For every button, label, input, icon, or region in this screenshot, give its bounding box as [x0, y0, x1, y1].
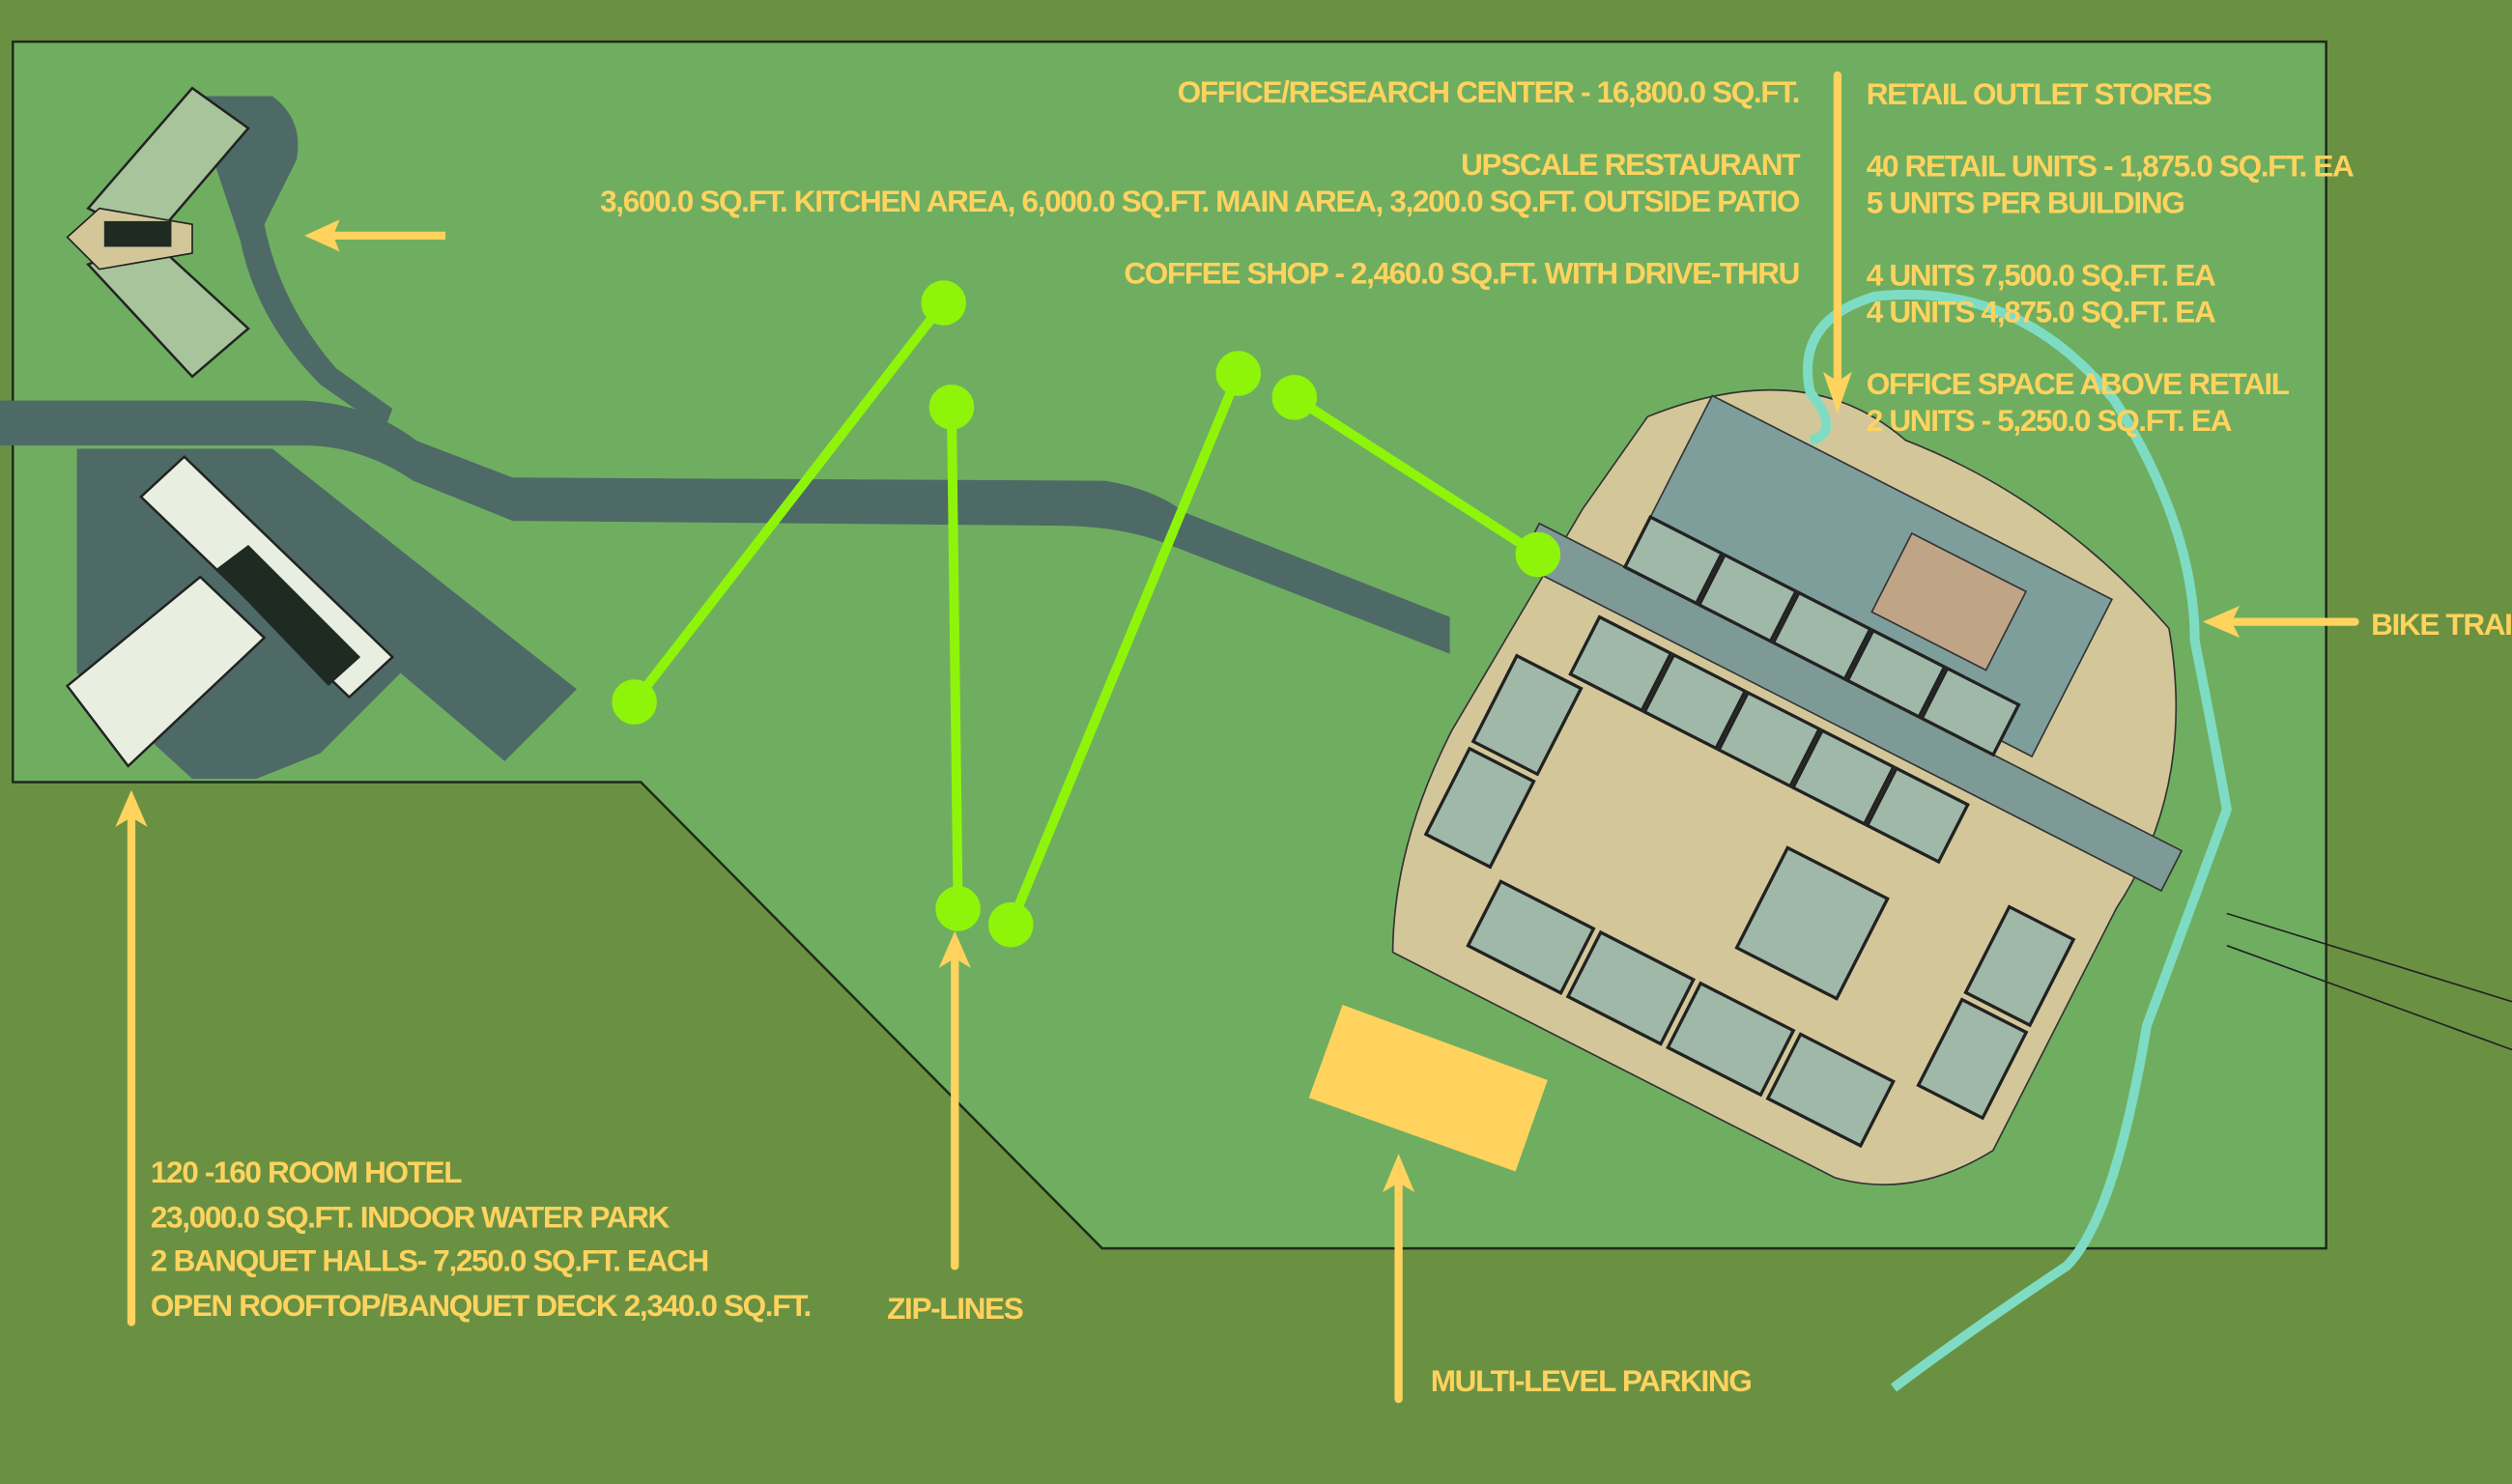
label-arrows [127, 71, 2359, 1404]
exit-road [2226, 912, 2512, 1003]
hotel-label-2: 23,000.0 SQ.FT. INDOOR WATER PARK [151, 1200, 671, 1235]
retail-title-label: RETAIL OUTLET STORES [1867, 76, 2212, 111]
retail-per-building-label: 5 UNITS PER BUILDING [1867, 186, 2184, 220]
bike-trail [1803, 289, 2232, 1392]
office-above-units-label: 2 UNITS - 5,250.0 SQ.FT. EA [1867, 403, 2232, 438]
hotel-label-1: 120 -160 ROOM HOTEL [151, 1155, 462, 1189]
arrow-head-icon [115, 371, 2241, 1193]
parking-label: MULTI-LEVEL PARKING [1431, 1363, 1752, 1398]
hotel-driveway [191, 96, 393, 430]
retail-units-b-label: 4 UNITS 4,875.0 SQ.FT. EA [1867, 294, 2215, 328]
office-research-label: OFFICE/RESEARCH CENTER - 16,800.0 SQ.FT. [1178, 74, 1799, 109]
access-road [0, 400, 1450, 654]
hotel-label-3: 2 BANQUET HALLS- 7,250.0 SQ.FT. EACH [151, 1242, 708, 1277]
restaurant-detail-label: 3,600.0 SQ.FT. KITCHEN AREA, 6,000.0 SQ.… [600, 184, 1800, 218]
coffee-shop-label: COFFEE SHOP - 2,460.0 SQ.FT. WITH DRIVE-… [1124, 256, 1799, 291]
zip-lines-label: ZIP-LINES [887, 1291, 1023, 1326]
hotel-building-upper [66, 86, 250, 379]
retail-units-label: 40 RETAIL UNITS - 1,875.0 SQ.FT. EA [1867, 148, 2354, 183]
arrow-head-icon [304, 219, 340, 252]
office-above-title-label: OFFICE SPACE ABOVE RETAIL [1867, 366, 2290, 401]
retail-units-a-label: 4 UNITS 7,500.0 SQ.FT. EA [1867, 257, 2215, 292]
bike-trail-label: BIKE TRAIL [2371, 607, 2512, 642]
hotel-label-4: OPEN ROOFTOP/BANQUET DECK 2,340.0 SQ.FT. [151, 1288, 811, 1323]
exit-road-edge [2226, 944, 2512, 1051]
hotel-building-lower [65, 455, 395, 768]
zip-lines [612, 280, 1561, 948]
retail-complex [1391, 388, 2184, 1185]
multi-level-parking [1308, 1005, 1548, 1172]
restaurant-title-label: UPSCALE RESTAURANT [1461, 147, 1800, 182]
